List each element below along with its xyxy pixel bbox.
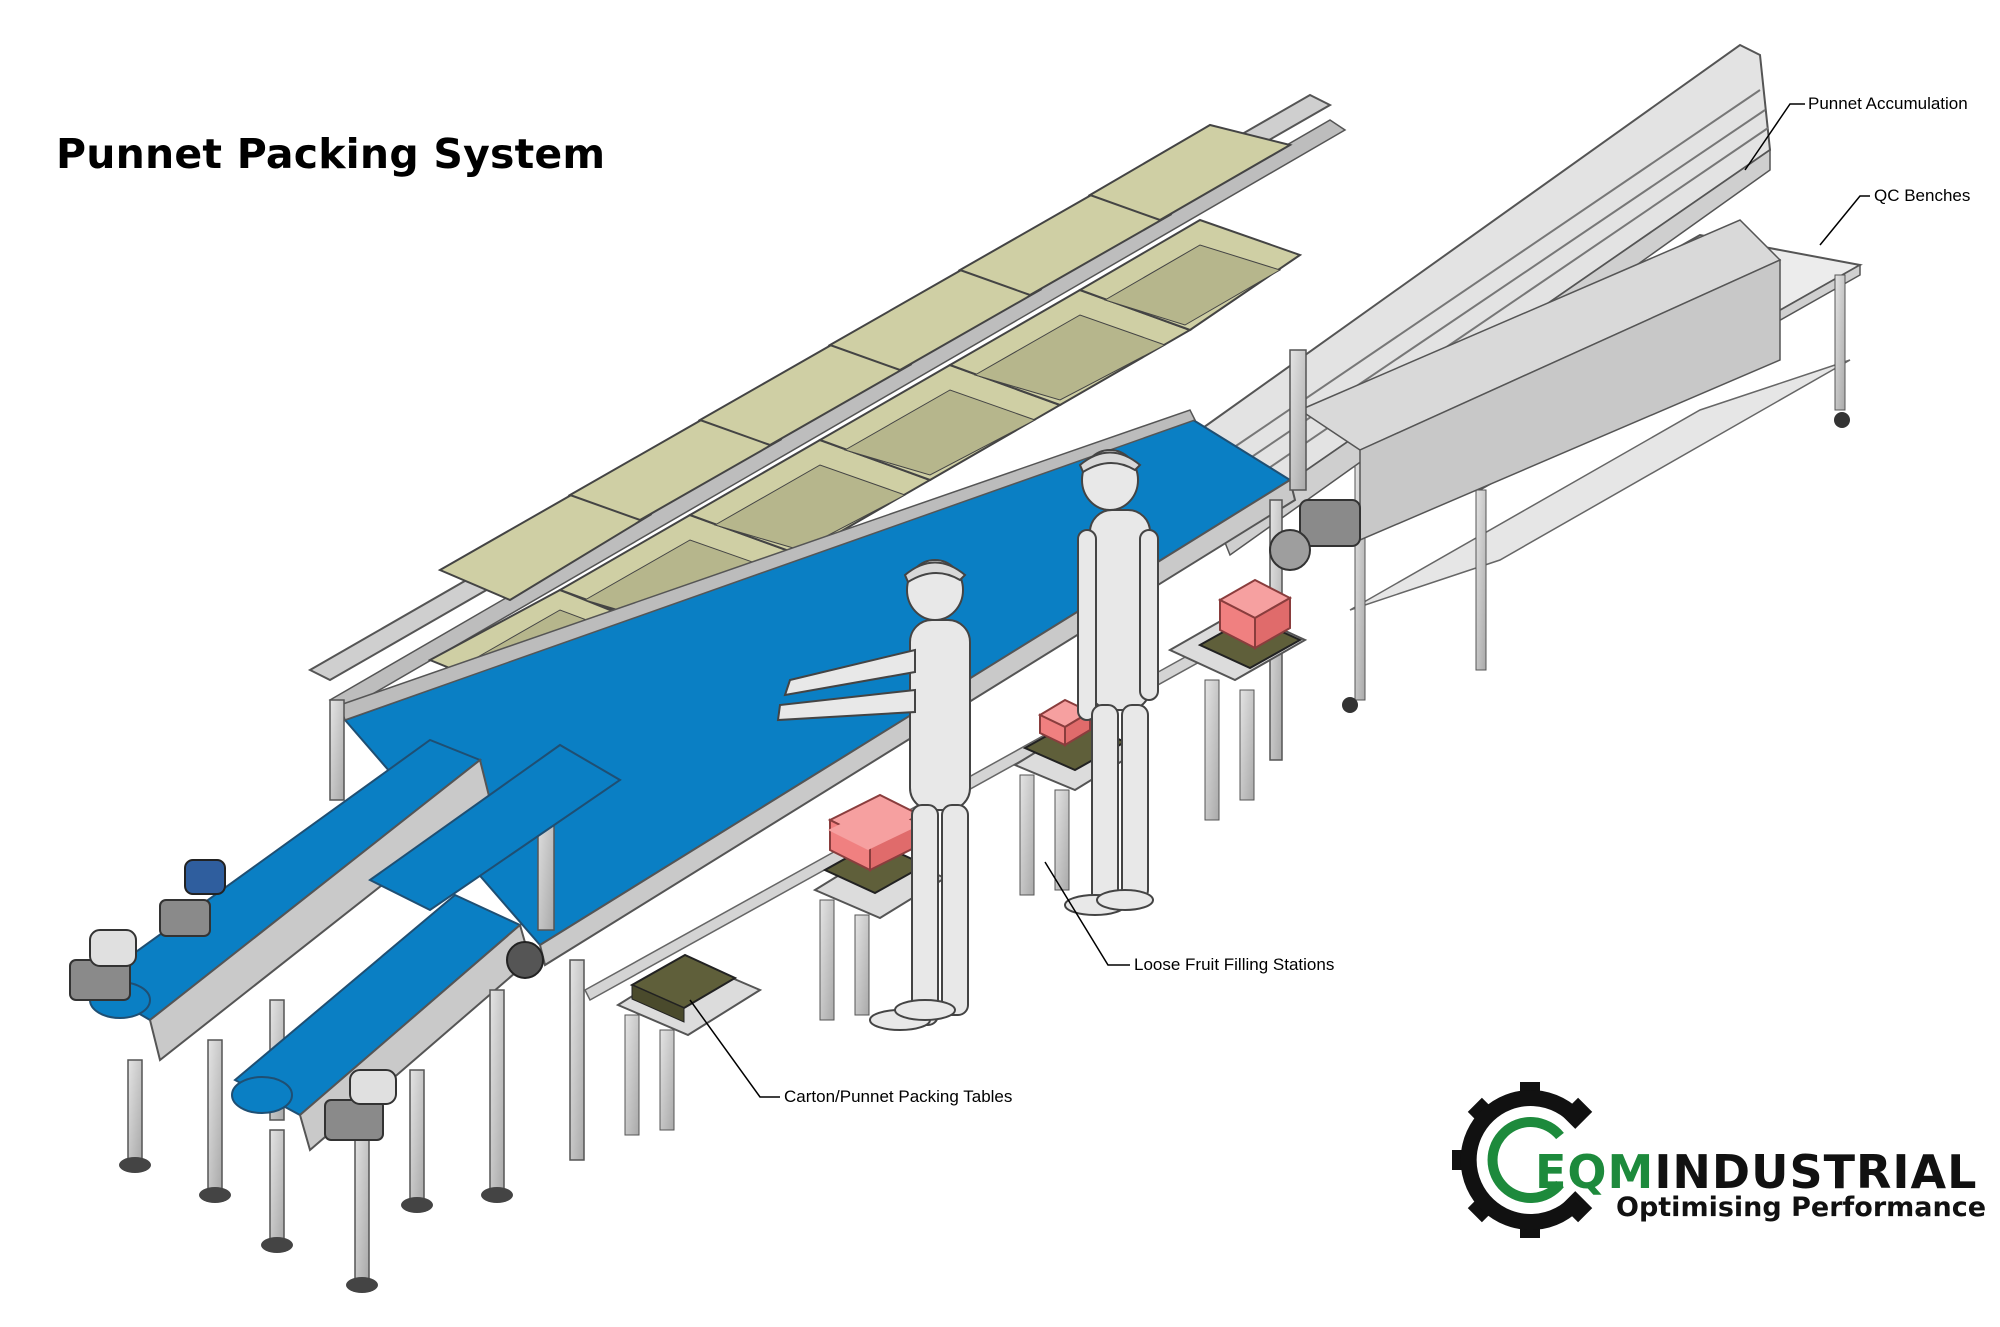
punnet-carton [828,805,920,850]
motor-left-outfeed [69,859,226,1001]
caster-wheel [1342,697,1358,713]
operator-figure-1 [776,559,971,1031]
logo-eqm-text: EQM [1535,1145,1655,1199]
eqm-gear-logo-icon [1452,1082,1593,1238]
caster-wheel [1834,412,1850,428]
packing-table-4 [1167,578,1308,821]
outfeed-conveyor-left [69,738,492,1203]
fruit-bin-rack [307,93,1347,711]
packing-table-3 [1012,698,1143,896]
drive-motor-main [1269,499,1361,571]
callout-loose-fruit-filling-stations: Loose Fruit Filling Stations [1134,955,1335,974]
leader-loose-fruit [1044,861,1130,966]
packing-table-1 [615,953,763,1136]
leader-qc-benches [1819,195,1870,246]
motor-right-outfeed [324,941,544,1141]
eqm-industrial-wordmark: EQMINDUSTRIAL [1535,1145,1977,1199]
callout-qc-benches: QC Benches [1874,186,1971,205]
callout-carton-punnet-packing-tables: Carton/Punnet Packing Tables [784,1087,1013,1106]
callout-punnet-accumulation: Punnet Accumulation [1808,94,1968,113]
leader-punnet-accumulation [1744,103,1805,171]
logo-industrial-text: INDUSTRIAL [1654,1145,1978,1199]
punnet-accumulation-conveyor [1198,43,1782,557]
outfeed-conveyor-right [231,743,622,1293]
leader-carton-tables [689,999,780,1098]
operator-figure-2 [1064,449,1159,916]
page-title: Punnet Packing System [56,130,606,178]
callout-leader-lines [689,103,1870,1098]
logo-tagline: Optimising Performance [1616,1192,1987,1223]
punnet-carton [1217,578,1293,650]
